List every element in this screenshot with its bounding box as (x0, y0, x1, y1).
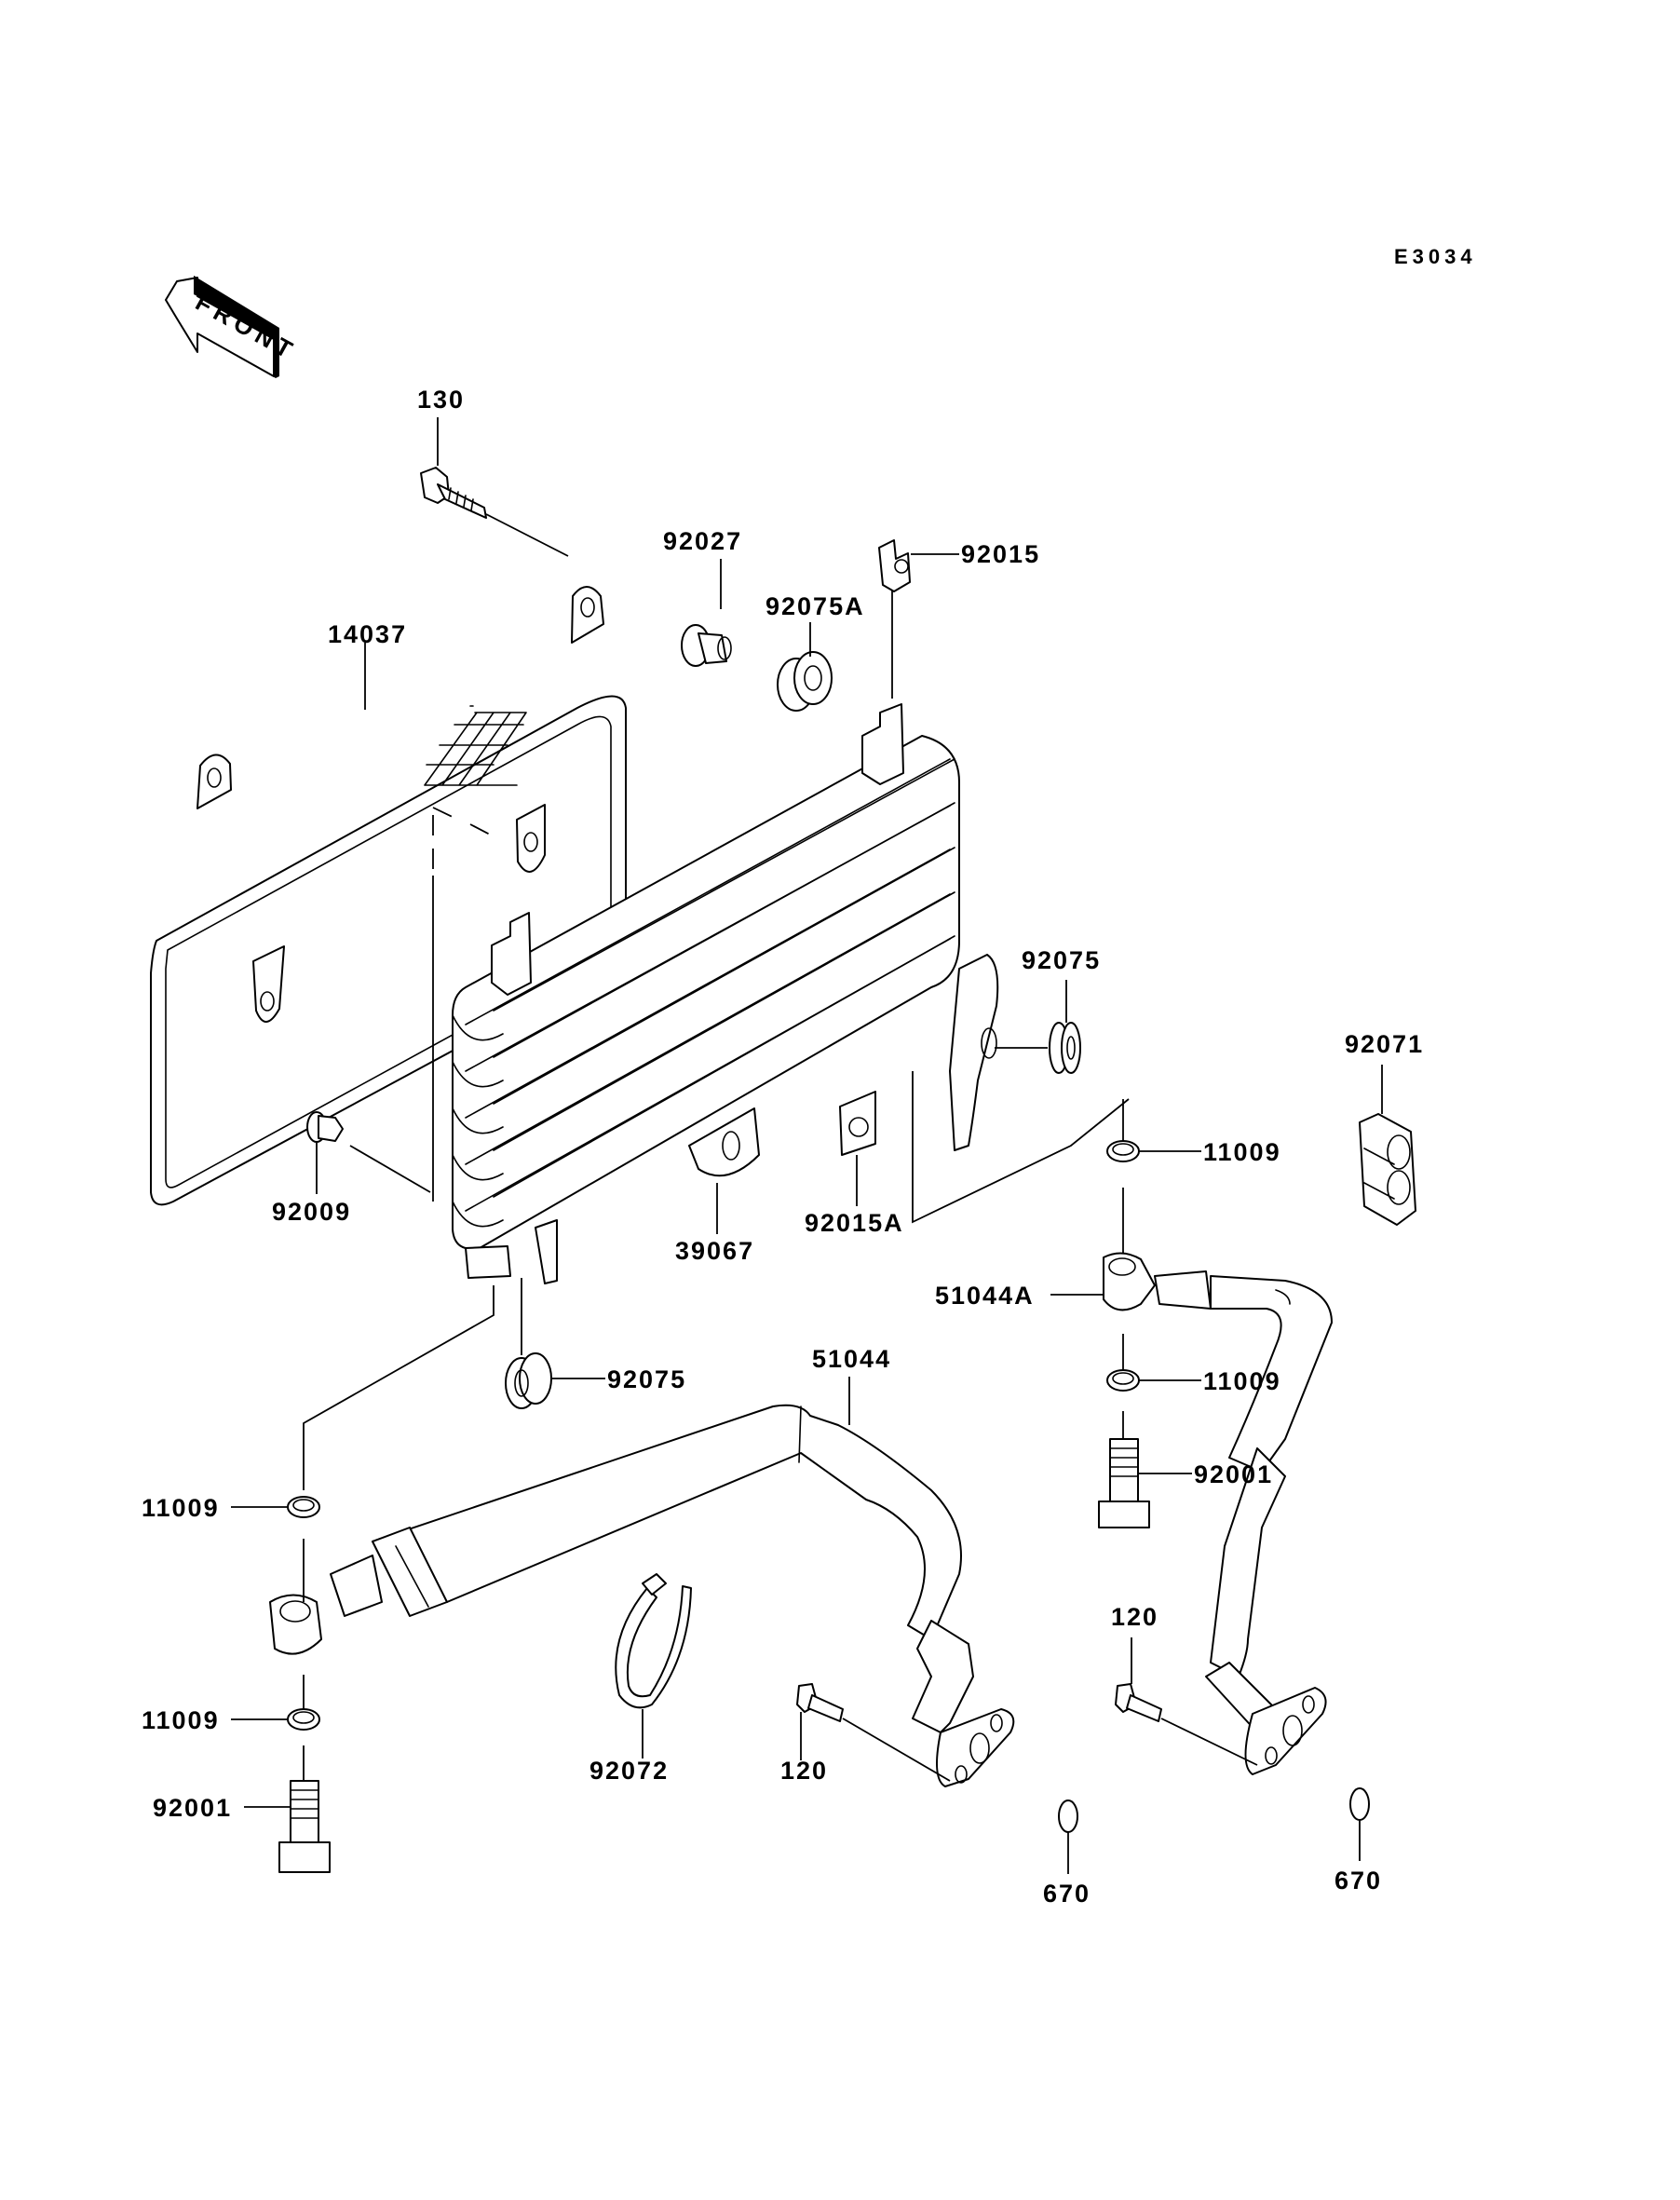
label-92075-upper: 92075 (1022, 946, 1101, 974)
label-92015a: 92015A (805, 1209, 904, 1237)
label-92072: 92072 (589, 1757, 669, 1785)
label-92071: 92071 (1345, 1030, 1424, 1058)
grommet-92075a (777, 651, 833, 712)
oil-cooler-39067 (452, 703, 999, 1284)
label-14037: 14037 (328, 620, 407, 648)
o-ring-670-right (1349, 1787, 1370, 1821)
bolt-120-left (796, 1683, 844, 1722)
label-11009-right-upper: 11009 (1203, 1138, 1281, 1166)
label-670-left: 670 (1043, 1880, 1091, 1908)
collar-92027 (681, 624, 732, 667)
label-92015: 92015 (961, 540, 1040, 568)
banjo-bolt-92001-right (1098, 1438, 1150, 1528)
label-130: 130 (417, 386, 465, 414)
reference-code: E3034 (1394, 245, 1477, 268)
bolt-130 (420, 467, 487, 519)
nut-clip-92015a (839, 1091, 876, 1156)
rivet-92009 (306, 1111, 344, 1143)
double-clamp-92071 (1359, 1113, 1416, 1226)
gasket-11009-left-upper (287, 1496, 320, 1518)
band-92072 (615, 1573, 692, 1709)
oil-hose-51044a (1103, 1252, 1333, 1775)
label-51044a: 51044A (935, 1282, 1035, 1310)
label-11009-left-lower: 11009 (142, 1706, 220, 1734)
label-92001-left: 92001 (153, 1794, 232, 1822)
gasket-11009-right-lower (1106, 1369, 1140, 1392)
label-120-left: 120 (780, 1757, 828, 1785)
front-arrow-icon: FRONT (165, 276, 302, 378)
o-ring-670-left (1058, 1799, 1078, 1833)
banjo-bolt-92001-left (278, 1780, 331, 1873)
nut-clip-92015 (878, 539, 911, 592)
label-92075-lower: 92075 (607, 1365, 686, 1393)
bolt-120-right (1115, 1683, 1162, 1722)
label-92075a: 92075A (765, 592, 865, 620)
gasket-11009-right-upper (1106, 1140, 1140, 1162)
label-92001-right: 92001 (1194, 1460, 1273, 1488)
label-120-right: 120 (1111, 1603, 1158, 1631)
grommet-92075-lower (505, 1352, 552, 1409)
label-11009-left-upper: 11009 (142, 1494, 220, 1522)
label-92009: 92009 (272, 1198, 351, 1226)
label-92027: 92027 (663, 527, 742, 555)
label-51044: 51044 (812, 1345, 891, 1373)
label-11009-right-lower: 11009 (1203, 1367, 1281, 1395)
label-670-right: 670 (1335, 1867, 1382, 1894)
oil-hose-51044 (269, 1404, 1015, 1787)
label-39067: 39067 (675, 1237, 754, 1265)
gasket-11009-left-lower (287, 1708, 320, 1731)
grommet-92075-upper (1049, 1022, 1081, 1074)
